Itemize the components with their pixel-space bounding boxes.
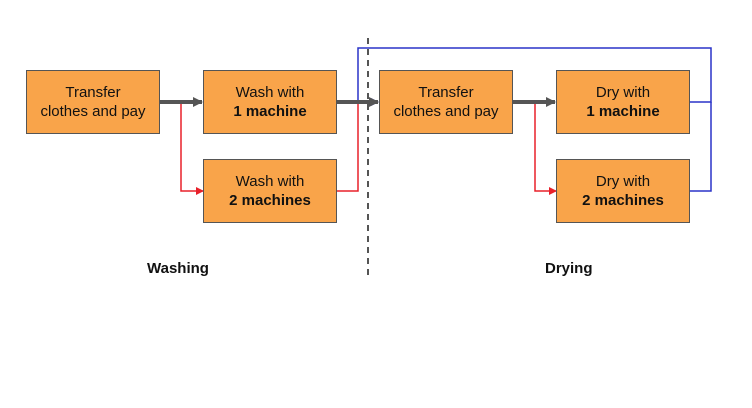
washing-section-label: Washing (147, 260, 209, 277)
drying-transfer-line2: clothes and pay (393, 103, 499, 120)
washing-transfer-line2: clothes and pay (40, 103, 146, 120)
drying-section-label: Drying (545, 260, 593, 277)
washing-transfer-line1: Transfer (65, 84, 121, 101)
wash-2-line2: 2 machines (229, 192, 311, 209)
wash-1-line1: Wash with (235, 84, 305, 101)
drying-transfer-line1: Transfer (418, 84, 474, 101)
wash-2-line1: Wash with (235, 173, 305, 190)
dry-1-line1: Dry with (595, 84, 651, 101)
drying-transfer-box: Transfer clothes and pay (379, 70, 513, 134)
dry-1-line2: 1 machine (586, 103, 660, 120)
wash-1-machine-box: Wash with 1 machine (203, 70, 337, 134)
dry-2-machines-box: Dry with 2 machines (556, 159, 690, 223)
loop-arrow-dry2 (690, 102, 712, 192)
dry-2-line2: 2 machines (582, 192, 664, 209)
alt-arrow-dry2 (513, 101, 557, 195)
alt-arrow-wash2 (160, 101, 204, 195)
washing-transfer-box: Transfer clothes and pay (26, 70, 160, 134)
dry-2-line1: Dry with (595, 173, 651, 190)
wash-1-line2: 1 machine (233, 103, 307, 120)
dry-1-machine-box: Dry with 1 machine (556, 70, 690, 134)
alt-arrow-wash2-out (336, 102, 359, 192)
wash-2-machines-box: Wash with 2 machines (203, 159, 337, 223)
